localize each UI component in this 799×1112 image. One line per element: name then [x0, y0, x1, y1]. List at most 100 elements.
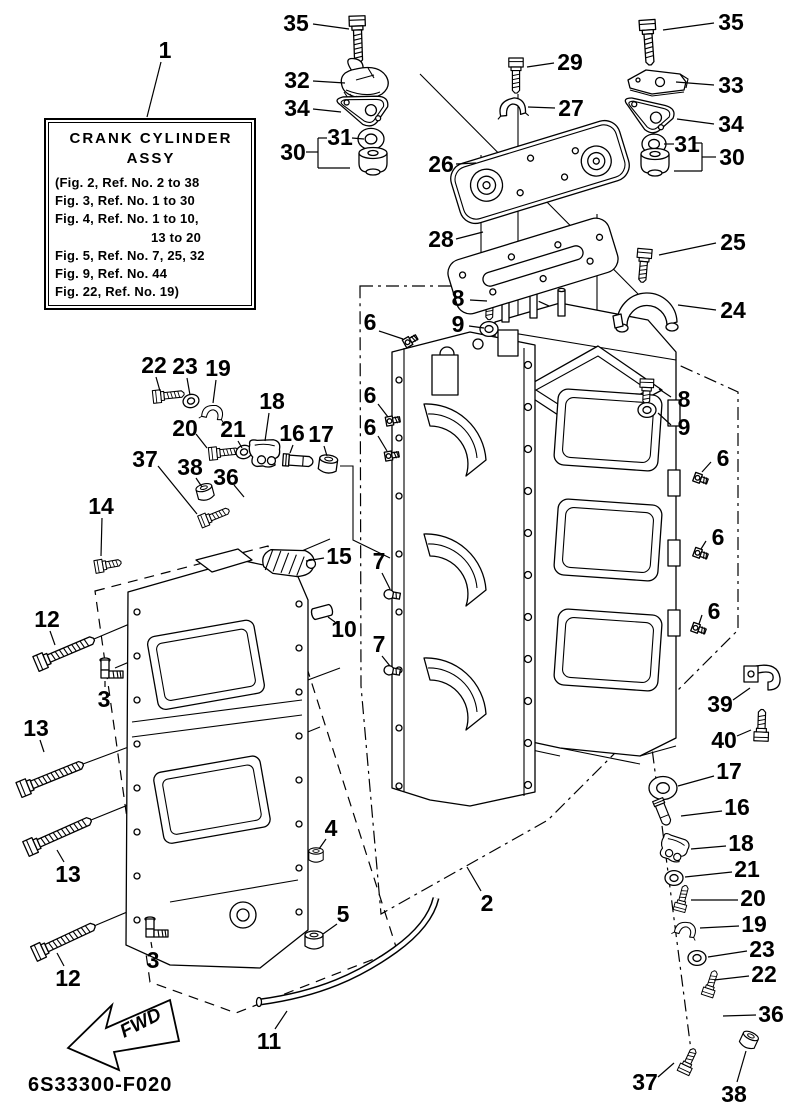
parts-layer: [15, 15, 781, 1077]
leader-line: [186, 377, 191, 396]
bolt-12-lower: [29, 922, 96, 962]
plug-6-f: [690, 621, 707, 635]
callout-27: 27: [527, 95, 584, 121]
callout-number-19: 19: [205, 355, 231, 381]
clamp-39: [743, 664, 781, 691]
leader-line: [56, 849, 65, 863]
callout-number-7: 7: [373, 631, 386, 657]
bolt-29: [508, 57, 524, 94]
anode-18-right: [659, 832, 690, 863]
callout-number-26: 26: [428, 151, 454, 177]
callout-number-37: 37: [632, 1069, 658, 1095]
plug-6-d: [692, 471, 709, 485]
callout-34: 34: [676, 111, 744, 137]
leader-line: [264, 412, 270, 442]
leader-line: [323, 445, 328, 457]
callout-22: 22: [141, 352, 167, 392]
callout-number-3: 3: [98, 686, 111, 712]
callout-18: 18: [259, 388, 285, 442]
callout-13: 13: [23, 715, 49, 753]
leader-line: [658, 242, 717, 256]
callout-20: 20: [691, 885, 766, 911]
callout-30: 30: [674, 142, 745, 172]
leader-line: [146, 61, 162, 118]
leader-line: [698, 614, 703, 625]
cylinder-body-block: [494, 287, 681, 765]
leader-line: [274, 1010, 288, 1030]
leader-line: [289, 444, 294, 454]
callout-12: 12: [34, 606, 60, 646]
figure-reference-line: 13 to 20: [151, 229, 202, 245]
leader-line: [657, 412, 672, 426]
callout-number-36: 36: [213, 464, 239, 490]
leader-line: [526, 62, 555, 68]
callout-number-20: 20: [172, 415, 198, 441]
callout-number-27: 27: [558, 95, 584, 121]
leader-line: [736, 1050, 747, 1083]
callout-number-19: 19: [741, 911, 767, 937]
leader-line: [39, 739, 45, 753]
leader-line: [662, 22, 715, 31]
callout-number-10: 10: [331, 616, 357, 642]
figure-reference-line: Fig. 5, Ref. No. 7, 25, 32: [55, 247, 205, 263]
leader-line: [56, 952, 65, 967]
callout-37: 37: [132, 446, 198, 515]
leader-line: [100, 517, 103, 557]
leader-line: [690, 845, 727, 850]
callout-number-34: 34: [284, 95, 310, 121]
callout-number-29: 29: [557, 49, 583, 75]
callout-23: 23: [172, 353, 198, 396]
callout-34: 34: [284, 95, 342, 121]
callout-number-18: 18: [259, 388, 285, 414]
leader-line: [468, 325, 485, 329]
callout-38: 38: [721, 1050, 747, 1107]
callout-number-17: 17: [308, 421, 334, 447]
plug-6-a: [401, 334, 419, 349]
assembly-title-line2: ASSY: [126, 150, 176, 167]
leader-line: [722, 1014, 757, 1017]
left-cylinder-body: [125, 548, 309, 969]
plug-7-lower: [383, 665, 402, 676]
leader-line: [466, 866, 482, 892]
callout-20: 20: [172, 415, 208, 449]
callout-12: 12: [55, 952, 81, 991]
callout-30: 30: [280, 137, 350, 169]
callout-number-12: 12: [34, 606, 60, 632]
bolt-13-lower: [22, 817, 92, 857]
leader-line: [699, 925, 740, 929]
callout-11: 11: [257, 1010, 288, 1054]
callout-number-2: 2: [481, 890, 494, 916]
callout-number-21: 21: [734, 856, 760, 882]
callout-number-28: 28: [428, 226, 454, 252]
callout-38: 38: [177, 454, 203, 488]
callout-number-38: 38: [177, 454, 203, 480]
callout-1: 1: [146, 37, 172, 118]
callout-8: 8: [658, 386, 691, 412]
callout-number-6: 6: [712, 524, 725, 550]
plug-6-c: [383, 450, 400, 462]
crankcase-half-block: [391, 329, 536, 807]
callout-number-6: 6: [364, 309, 377, 335]
washer-9-right: [637, 401, 657, 419]
leader-line: [351, 137, 365, 140]
leader-line: [312, 108, 342, 113]
leader-line: [212, 379, 217, 404]
cover-33: [627, 69, 689, 97]
callout-number-31: 31: [674, 131, 700, 157]
bolt-37-right: [676, 1048, 697, 1077]
exhaust-cover-26: [450, 119, 630, 225]
bolt-13-upper: [15, 760, 85, 799]
leader-line: [378, 330, 404, 340]
callout-21: 21: [220, 416, 246, 449]
callout-6: 6: [701, 445, 729, 473]
leader-line: [195, 477, 203, 488]
callout-number-8: 8: [452, 285, 465, 311]
leader-line: [195, 433, 208, 449]
title-box: CRANK CYLINDER ASSY (Fig. 2, Ref. No. 2 …: [44, 118, 256, 310]
callout-19: 19: [205, 355, 231, 404]
callout-33: 33: [675, 72, 744, 98]
callout-number-32: 32: [284, 67, 310, 93]
gasket-28: [447, 217, 619, 315]
callout-number-7: 7: [373, 548, 386, 574]
